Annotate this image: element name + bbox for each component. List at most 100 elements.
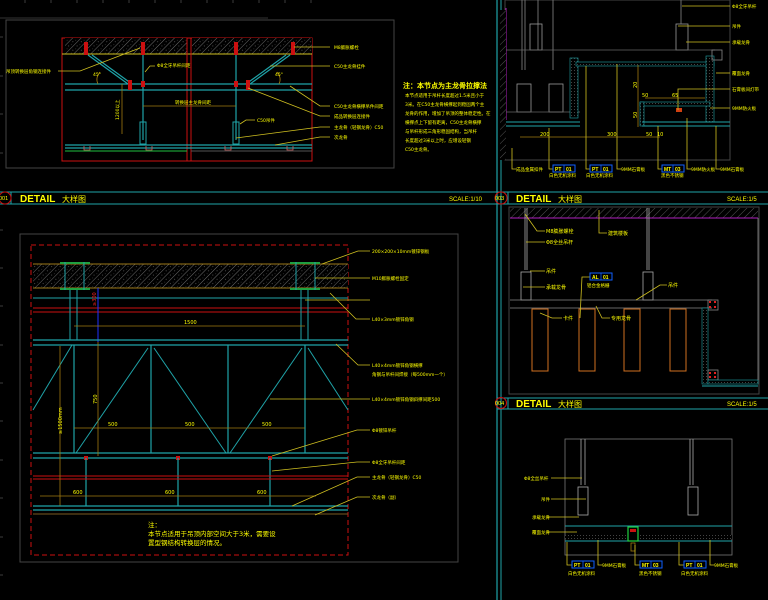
label: L40×4mm镀锌角钢横撑 — [372, 362, 423, 369]
detail-top-right-labels: Φ8全牙吊杆 吊件 承载龙骨 覆面龙骨 石膏板间灯带 9MM防火板 成品金属扣件… — [516, 3, 759, 179]
label: 建筑楼板 — [608, 230, 628, 237]
label: 成品金属扣件 — [516, 166, 543, 173]
label: C50吊件 — [257, 117, 275, 124]
detail-2-drawing — [19, 233, 459, 563]
label: 承载龙骨 — [546, 284, 566, 291]
label: 吊件 — [668, 282, 678, 289]
svg-text:PT: PT — [686, 563, 692, 569]
label: 成品转换层连接件 — [334, 113, 370, 120]
label: Φ8全牙吊杆间距 — [372, 459, 406, 466]
svg-text:03: 03 — [675, 167, 681, 173]
detail-title: DETAIL — [516, 194, 551, 205]
note-line: C50主龙骨。 — [405, 146, 432, 153]
dimension: 65 — [672, 93, 678, 99]
label: 9MM防火板 — [732, 105, 757, 112]
detail-top-right-drawing — [500, 0, 731, 170]
dimension-span: 转换层主龙骨间距 — [175, 99, 211, 106]
label: Φ8镀锌吊杆 — [372, 427, 397, 434]
label: 次龙骨（副） — [372, 494, 399, 501]
dimension-red-mark: ≥300 — [92, 292, 98, 306]
label: 角钢与吊杆间焊接（每500mm一个） — [372, 371, 448, 378]
dimension-vertical-inner: 750 — [93, 394, 99, 404]
detail-4-labels: Φ8全丝吊杆 吊件 承载龙骨 覆面龙骨 白色无机涂料 9MM石膏板 黑色不锈钢 … — [524, 475, 739, 577]
label: 吊顶转换层角钢连接件 — [6, 68, 51, 75]
detail-scale: SCALE:1/5 — [727, 402, 757, 408]
dimension-truss: 500 — [185, 422, 195, 428]
dimension-angle: 45° — [275, 72, 283, 78]
label: L40×3mm镀锌角钢 — [372, 316, 414, 323]
label: 次龙骨 — [334, 134, 348, 141]
detail-number: 001 — [0, 196, 8, 202]
label: M8膨胀螺栓 — [546, 228, 574, 235]
dimension: 50 — [646, 132, 652, 138]
detail-3-labels: M8膨胀螺栓 Φ8全丝吊杆 吊件 承载龙骨 卡件 吊件 专用龙骨 铝合金格栅 建… — [546, 228, 678, 322]
label: C50主龙骨挂件 — [334, 63, 366, 70]
svg-text:AL: AL — [592, 275, 599, 281]
note-line: 3米。在C50主龙骨横撑起到稳固两个主 — [405, 101, 485, 108]
detail-1-labels: M8膨胀螺栓 C50主龙骨挂件 C50主龙骨横撑吊件间距 成品转换层连接件 主龙… — [6, 44, 384, 141]
title-bar-001: 001 DETAIL 大样图 SCALE:1/10 — [0, 191, 497, 205]
label: 黑色不锈钢 — [639, 570, 662, 577]
label: 白色无机涂料 — [586, 172, 613, 179]
label: 主龙骨（轻钢龙骨）C50 — [334, 124, 384, 131]
detail-1-note: 注：本节点为主龙骨拉撑法 本节点适用于吊杆长度超过1.5米且小于 3米。在C50… — [403, 81, 491, 153]
label: 覆面龙骨 — [732, 70, 750, 77]
svg-text:01: 01 — [603, 167, 609, 173]
svg-text:PT: PT — [592, 167, 598, 173]
dimension: 10 — [657, 132, 663, 138]
label: 9MM石膏板 — [602, 562, 627, 569]
dimension-truss: 500 — [262, 422, 272, 428]
dimension-angle: 45° — [93, 72, 101, 78]
label: 黑色不锈钢 — [661, 172, 684, 179]
material-tag: PT 01 — [683, 560, 707, 569]
detail-2-labels: 200×200×10mm镀锌钢板 M10膨胀螺栓固定 L40×3mm镀锌角钢 L… — [58, 248, 448, 547]
dimension-vertical: 1200以上 — [114, 99, 121, 120]
left-ruler — [0, 36, 3, 576]
dimension: 300 — [607, 132, 617, 138]
material-tag: AL 01 — [589, 272, 613, 281]
label: 承载龙骨 — [532, 514, 550, 521]
detail-subtitle: 大样图 — [558, 194, 582, 204]
dimension: 200 — [540, 132, 550, 138]
label: 9MM石膏板 — [720, 166, 745, 173]
label: 白色无机涂料 — [681, 570, 708, 577]
material-tag: PT 01 — [589, 164, 613, 173]
label: M8膨胀螺栓 — [334, 44, 359, 51]
material-tag: MT 03 — [639, 560, 663, 569]
note-line: 本节点适用于吊杆长度超过1.5米且小于 — [405, 92, 485, 99]
note-title: 注：本节点为主龙骨拉撑法 — [403, 81, 487, 90]
note-line: 长度超过3米以上时，应增设轻钢 — [405, 137, 471, 144]
svg-text:01: 01 — [566, 167, 572, 173]
note-title: 注： — [148, 520, 161, 529]
svg-text:MT: MT — [642, 563, 649, 569]
note-line: 与吊杆形成三角形稳固结构，当吊杆 — [405, 128, 477, 135]
svg-text:PT: PT — [574, 563, 580, 569]
label: 白色无机涂料 — [568, 570, 595, 577]
label: 9MM防火板 — [691, 166, 716, 173]
dimension-bottom: 600 — [165, 490, 175, 496]
label: Φ8全丝吊杆 — [524, 475, 549, 482]
label: 承载龙骨 — [732, 39, 750, 46]
label: 吊件 — [541, 496, 550, 503]
label: 石膏板间灯带 — [732, 86, 759, 93]
label: 主龙骨（轻钢龙骨）C50 — [372, 474, 422, 481]
label: 9MM石膏板 — [714, 562, 739, 569]
label: 专用龙骨 — [611, 315, 631, 322]
label: Φ8全牙吊杆 — [732, 3, 757, 10]
dimension: 50 — [642, 93, 648, 99]
label: 吊件 — [732, 23, 741, 30]
dimension: 50 — [633, 112, 639, 118]
label: 卡件 — [563, 315, 573, 322]
label: Φ8全丝吊杆 — [546, 239, 573, 246]
label: Φ8全牙吊杆间距 — [157, 62, 191, 69]
label: 200×200×10mm镀锌钢板 — [372, 248, 430, 255]
material-tag: PT 01 — [552, 164, 576, 173]
detail-title: DETAIL — [516, 399, 551, 410]
label: L40×4mm镀锌角钢斜撑间距500 — [372, 396, 440, 403]
label: 覆面龙骨 — [532, 529, 550, 536]
detail-scale: SCALE:1/5 — [727, 197, 757, 203]
svg-text:03: 03 — [653, 563, 659, 569]
label: 铝合金格栅 — [587, 282, 610, 289]
detail-3-drawing — [508, 206, 760, 395]
